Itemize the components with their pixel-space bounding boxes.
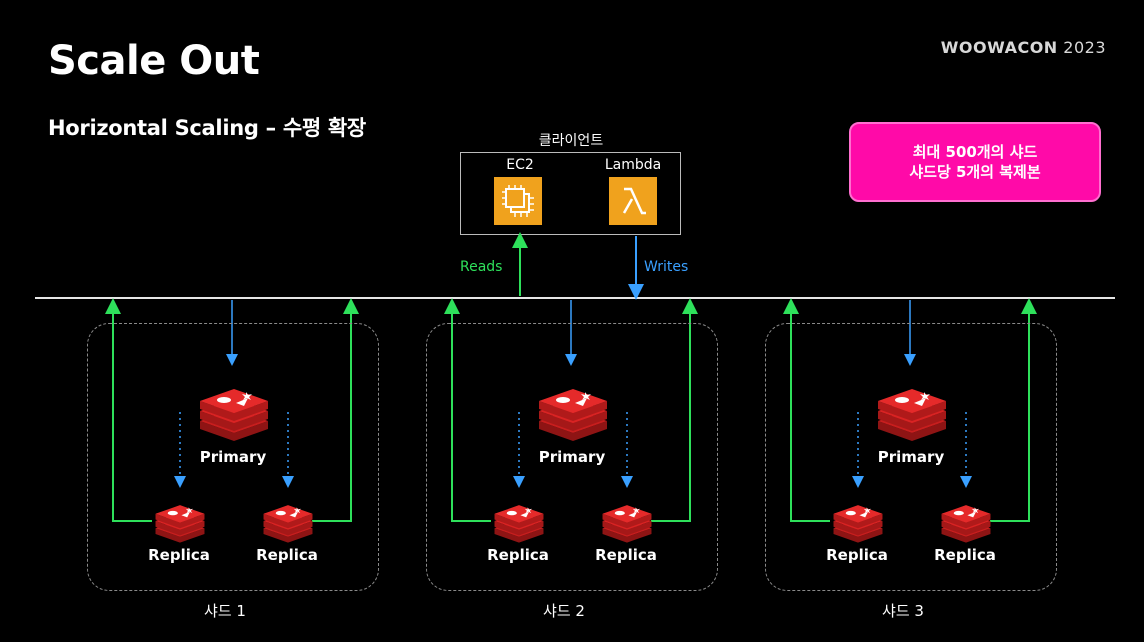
replica-label: Replica [256,546,318,564]
lambda-icon [609,177,657,225]
callout-line-2: 샤드당 5개의 복제본 [909,163,1041,181]
primary-label: Primary [538,448,606,466]
replica-read-line-left [783,298,830,522]
client-label: 클라이언트 [538,133,604,149]
replica-read-line-right [312,298,359,522]
replica-label: Replica [934,546,996,564]
replica-label: Replica [487,546,549,564]
brand-logo: WOOWACON 2023 [941,38,1106,57]
replica-label: Replica [595,546,657,564]
shard-box [765,323,1057,591]
replica-read-line-right [990,298,1037,522]
replica-label: Replica [826,546,888,564]
primary-label: Primary [199,448,267,466]
ec2-icon [494,177,542,225]
shard-label: 샤드 1 [204,602,246,620]
replica-read-line-left [444,298,491,522]
ec2-label: EC2 [506,157,534,173]
client-box: EC2 Lambda [460,152,681,235]
shard-box [87,323,379,591]
page-title: Scale Out [48,38,260,84]
callout-line-1: 최대 500개의 샤드 [912,143,1038,161]
brand-year: 2023 [1063,38,1106,57]
replica-read-line-right [651,298,698,522]
primary-label: Primary [877,448,945,466]
shard-limit-callout: 최대 500개의 샤드 샤드당 5개의 복제본 [849,122,1101,202]
replica-read-line-left [105,298,152,522]
shard-label: 샤드 3 [882,602,924,620]
replica-label: Replica [148,546,210,564]
page-subtitle: Horizontal Scaling – 수평 확장 [48,116,366,140]
reads-label: Reads [460,259,503,275]
shard-label: 샤드 2 [543,602,585,620]
writes-label: Writes [644,259,689,275]
brand-name: WOOWACON [940,38,1058,57]
lambda-label: Lambda [604,157,662,173]
shard-box [426,323,718,591]
